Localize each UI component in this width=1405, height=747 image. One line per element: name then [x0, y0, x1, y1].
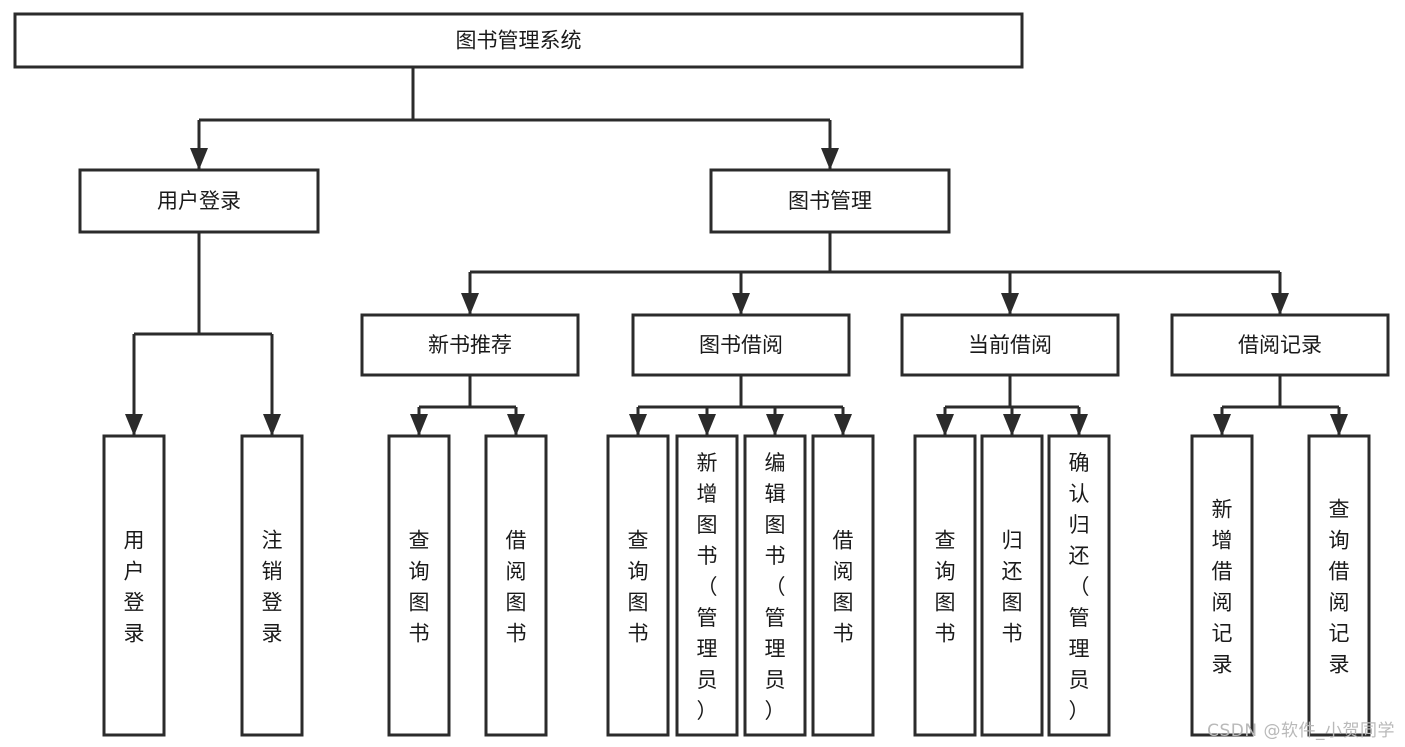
node-leaf-query-book[interactable]: 查询图书 [606, 434, 670, 737]
edge-group-book-borrow [629, 375, 852, 436]
node-label-leaf-borrow-book-recommend: 借阅图书 [506, 529, 527, 646]
edge-group-current-borrow [936, 375, 1088, 436]
arrow-head-icon [629, 414, 647, 436]
node-layer: 图书管理系统用户登录图书管理新书推荐图书借阅当前借阅借阅记录用户登录注销登录查询… [13, 12, 1390, 737]
node-label-leaf-confirm-return-admin: 确认归还（管理员） [1069, 451, 1090, 723]
node-leaf-borrow-book-recommend[interactable]: 借阅图书 [484, 434, 548, 737]
node-box-leaf-query-book[interactable] [606, 434, 670, 737]
arrow-head-icon [1003, 414, 1021, 436]
node-book-borrow[interactable]: 图书借阅 [631, 313, 851, 377]
arrow-head-icon [125, 414, 143, 436]
node-label-borrow-record: 借阅记录 [1238, 333, 1322, 357]
node-box-leaf-add-borrow-record[interactable] [1190, 434, 1254, 737]
node-label-root: 图书管理系统 [456, 29, 582, 53]
edge-group-user-login [125, 232, 281, 436]
node-label-leaf-borrow-book: 借阅图书 [833, 529, 854, 646]
edge-group-book-manage [461, 232, 1289, 315]
arrow-head-icon [410, 414, 428, 436]
node-label-current-borrow: 当前借阅 [968, 333, 1052, 357]
node-box-user-login[interactable] [78, 168, 320, 234]
node-leaf-return-book[interactable]: 归还图书 [980, 434, 1044, 737]
node-label-book-borrow: 图书借阅 [699, 333, 783, 357]
node-box-borrow-record[interactable] [1170, 313, 1390, 377]
arrow-head-icon [461, 293, 479, 315]
node-box-leaf-query-book-current[interactable] [913, 434, 977, 737]
node-leaf-borrow-book[interactable]: 借阅图书 [811, 434, 875, 737]
node-box-leaf-user-logout[interactable] [240, 434, 304, 737]
node-leaf-add-borrow-record[interactable]: 新增借阅记录 [1190, 434, 1254, 737]
node-label-leaf-add-borrow-record: 新增借阅记录 [1212, 498, 1233, 677]
node-box-leaf-edit-book-admin[interactable] [743, 434, 807, 737]
node-borrow-record[interactable]: 借阅记录 [1170, 313, 1390, 377]
connector-layer [125, 67, 1348, 436]
node-book-manage[interactable]: 图书管理 [709, 168, 951, 234]
node-label-leaf-return-book: 归还图书 [1002, 529, 1023, 646]
arrow-head-icon [732, 293, 750, 315]
node-box-leaf-borrow-book[interactable] [811, 434, 875, 737]
node-label-leaf-user-login: 用户登录 [124, 529, 145, 646]
node-label-new-book-recommend: 新书推荐 [428, 333, 512, 357]
node-box-leaf-query-book-recommend[interactable] [387, 434, 451, 737]
arrow-head-icon [834, 414, 852, 436]
node-label-leaf-edit-book-admin: 编辑图书（管理员） [765, 451, 786, 723]
node-root[interactable]: 图书管理系统 [13, 12, 1024, 69]
arrow-head-icon [190, 148, 208, 170]
arrow-head-icon [507, 414, 525, 436]
node-box-leaf-confirm-return-admin[interactable] [1047, 434, 1111, 737]
node-user-login[interactable]: 用户登录 [78, 168, 320, 234]
node-box-leaf-user-login[interactable] [102, 434, 166, 737]
node-label-book-manage: 图书管理 [788, 189, 872, 213]
node-leaf-query-book-recommend[interactable]: 查询图书 [387, 434, 451, 737]
arrow-head-icon [698, 414, 716, 436]
arrow-head-icon [1271, 293, 1289, 315]
node-label-leaf-query-borrow-record: 查询借阅记录 [1329, 498, 1350, 677]
arrow-head-icon [766, 414, 784, 436]
node-label-leaf-add-book-admin: 新增图书（管理员） [697, 451, 718, 723]
node-box-root[interactable] [13, 12, 1024, 69]
node-box-current-borrow[interactable] [900, 313, 1120, 377]
arrow-head-icon [1001, 293, 1019, 315]
node-box-leaf-return-book[interactable] [980, 434, 1044, 737]
arrow-head-icon [1070, 414, 1088, 436]
node-leaf-user-logout[interactable]: 注销登录 [240, 434, 304, 737]
node-leaf-query-borrow-record[interactable]: 查询借阅记录 [1307, 434, 1371, 737]
node-box-book-borrow[interactable] [631, 313, 851, 377]
edge-group-borrow-record [1213, 375, 1348, 436]
node-label-leaf-query-book: 查询图书 [628, 529, 649, 646]
arrow-head-icon [936, 414, 954, 436]
edge-group-new-book-recommend [410, 375, 525, 436]
node-leaf-add-book-admin[interactable]: 新增图书（管理员） [675, 434, 739, 737]
node-box-leaf-query-borrow-record[interactable] [1307, 434, 1371, 737]
node-leaf-confirm-return-admin[interactable]: 确认归还（管理员） [1047, 434, 1111, 737]
arrow-head-icon [1330, 414, 1348, 436]
edge-group-root [190, 67, 839, 170]
node-label-leaf-user-logout: 注销登录 [262, 529, 283, 646]
node-label-user-login: 用户登录 [157, 189, 241, 213]
node-leaf-query-book-current[interactable]: 查询图书 [913, 434, 977, 737]
node-leaf-user-login[interactable]: 用户登录 [102, 434, 166, 737]
node-label-leaf-query-book-recommend: 查询图书 [409, 529, 430, 646]
arrow-head-icon [263, 414, 281, 436]
node-box-book-manage[interactable] [709, 168, 951, 234]
arrow-head-icon [1213, 414, 1231, 436]
node-box-leaf-borrow-book-recommend[interactable] [484, 434, 548, 737]
node-box-new-book-recommend[interactable] [360, 313, 580, 377]
arrow-head-icon [821, 148, 839, 170]
node-new-book-recommend[interactable]: 新书推荐 [360, 313, 580, 377]
node-label-leaf-query-book-current: 查询图书 [935, 529, 956, 646]
node-box-leaf-add-book-admin[interactable] [675, 434, 739, 737]
node-leaf-edit-book-admin[interactable]: 编辑图书（管理员） [743, 434, 807, 737]
node-current-borrow[interactable]: 当前借阅 [900, 313, 1120, 377]
